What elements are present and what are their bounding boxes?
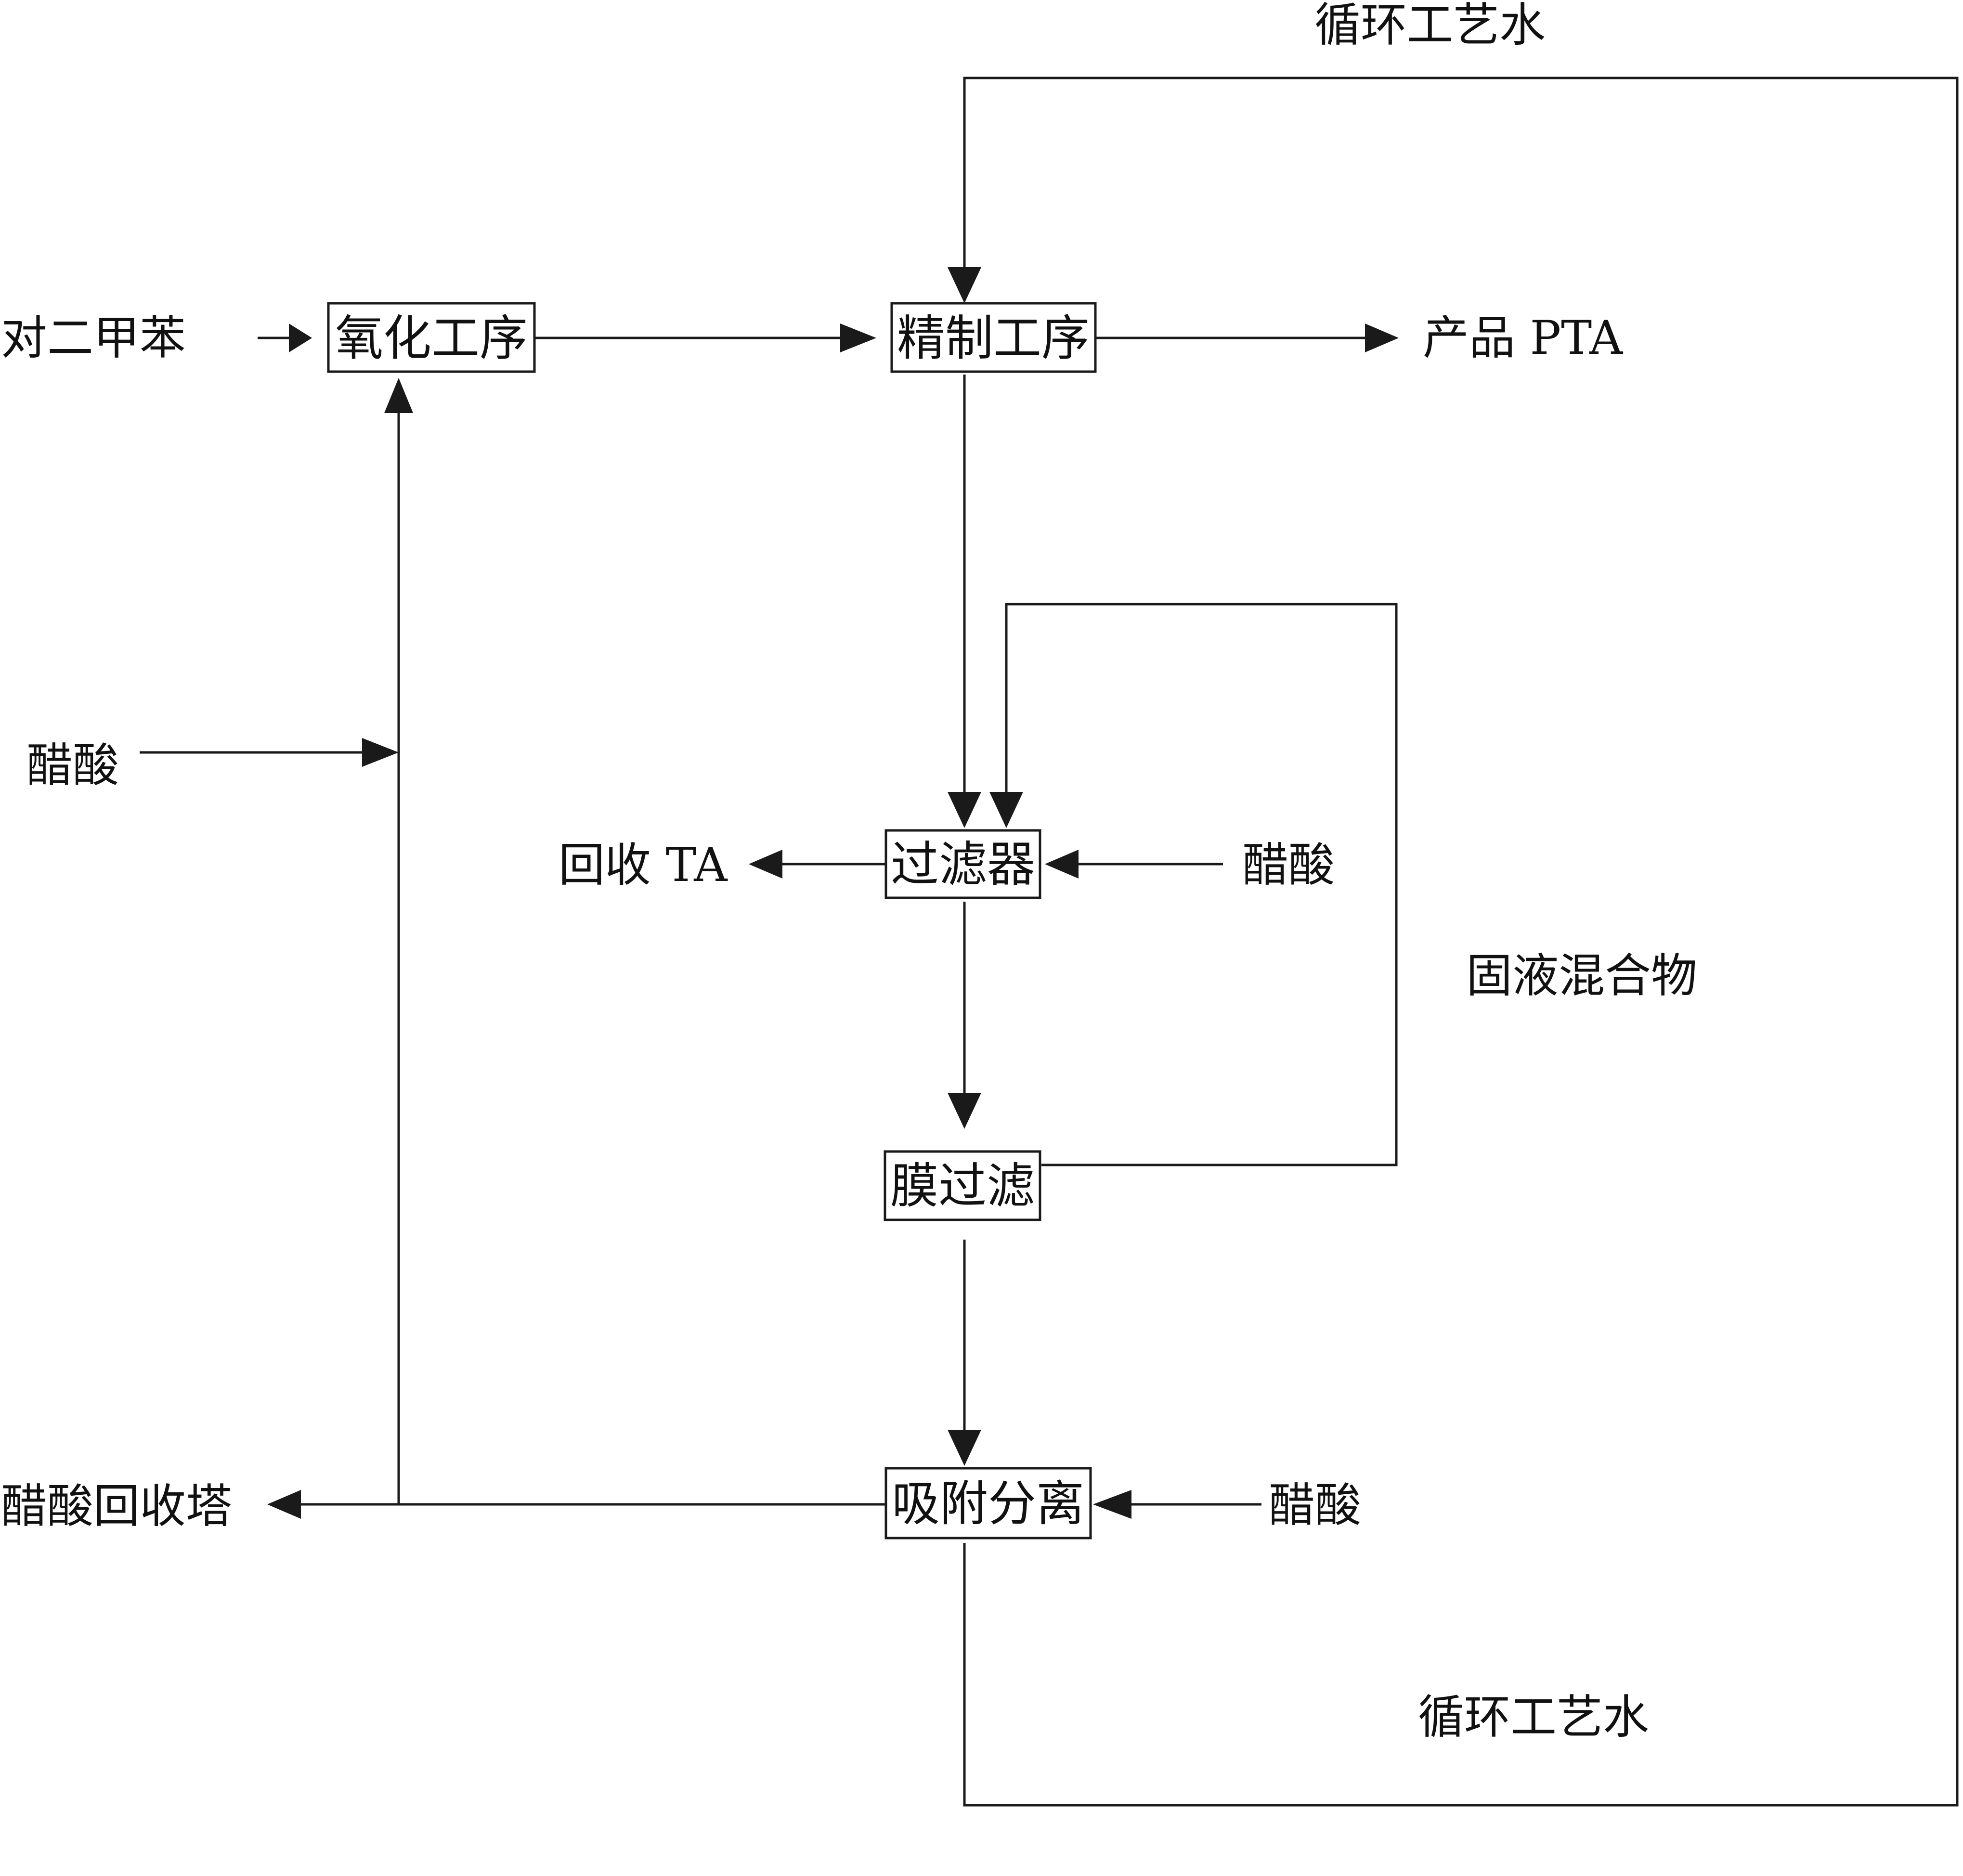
arrow-head-refining-in xyxy=(840,323,876,352)
arrow-head-filter-in-right xyxy=(989,792,1023,828)
arrow-head-filter-acetic xyxy=(1045,850,1079,879)
label-recovered-ta: 回收 TA xyxy=(559,838,728,892)
box-label-filter: 过滤器 xyxy=(891,836,1035,893)
flow-lines xyxy=(140,77,1959,1807)
flow-labels: 对二甲苯 醋酸 醋酸 醋酸 醋酸回收塔 回收 TA 产品 PTA 循环工艺水 循… xyxy=(1,0,1697,1744)
label-acetic-acid-adsorption: 醋酸 xyxy=(1269,1478,1361,1532)
process-box-filter: 过滤器 xyxy=(884,829,1041,899)
process-box-refining: 精制工序 xyxy=(890,302,1097,373)
label-acetic-acid-left: 醋酸 xyxy=(26,738,119,792)
label-solid-liquid-mixture: 固液混合物 xyxy=(1466,949,1697,1003)
box-label-adsorption: 吸附分离 xyxy=(892,1475,1084,1532)
label-product-pta: 产品 PTA xyxy=(1423,311,1624,365)
arrowheads xyxy=(267,267,1399,1519)
arrow-head-recycle-down xyxy=(948,267,981,303)
label-recycle-water-bottom: 循环工艺水 xyxy=(1418,1690,1649,1744)
process-box-membrane: 膜过滤 xyxy=(884,1150,1041,1221)
box-label-oxidation: 氧化工序 xyxy=(335,310,528,366)
box-label-membrane: 膜过滤 xyxy=(890,1158,1035,1214)
label-recycle-water-top: 循环工艺水 xyxy=(1314,0,1546,52)
box-label-refining: 精制工序 xyxy=(897,310,1090,366)
arrow-head-adsorption-acetic xyxy=(1093,1490,1131,1519)
arrow-head-xylene xyxy=(289,323,312,352)
label-xylene: 对二甲苯 xyxy=(1,311,186,365)
label-acetic-acid-filter: 醋酸 xyxy=(1242,838,1335,892)
arrow-head-membrane-in xyxy=(948,1093,981,1129)
arrow-head-ta xyxy=(749,850,782,879)
label-acetic-recovery-tower: 醋酸回收塔 xyxy=(1,1479,232,1533)
arrow-head-product xyxy=(1365,323,1399,352)
arrow-head-adsorption-in xyxy=(948,1430,981,1466)
arrow-head-tower xyxy=(267,1490,301,1519)
arrow-head-oxidation-in xyxy=(384,378,413,413)
membrane-return-line xyxy=(1005,603,1398,1166)
arrow-head-acetic-left xyxy=(362,738,399,767)
process-box-adsorption: 吸附分离 xyxy=(884,1467,1092,1540)
process-box-oxidation: 氧化工序 xyxy=(327,302,536,373)
arrow-head-filter-in-left xyxy=(948,792,981,828)
recycle-water-loop-line xyxy=(963,77,1959,1807)
